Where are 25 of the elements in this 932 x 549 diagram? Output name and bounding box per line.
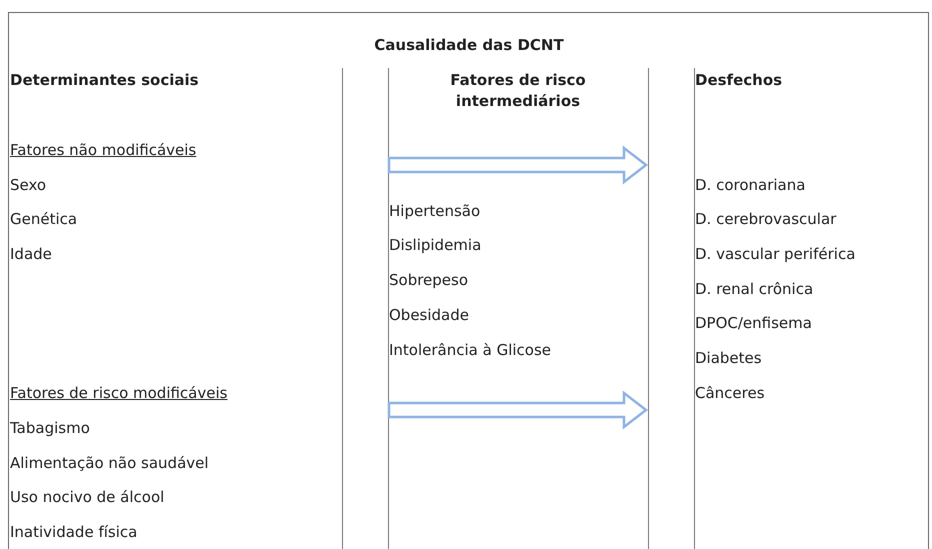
list-item: D. vascular periférica xyxy=(694,245,856,263)
list-item: D. renal crônica xyxy=(694,280,814,298)
list-item: Dislipidemia xyxy=(388,236,482,254)
column-heading: Desfechos xyxy=(695,70,784,91)
list-item: Sobrepeso xyxy=(388,271,470,289)
column-heading: Fatores de risco intermediários xyxy=(449,70,587,112)
list-item: Idade xyxy=(9,245,53,263)
list-item: Tabagismo xyxy=(9,419,91,437)
list-item: Diabetes xyxy=(694,349,763,367)
column-heading: Determinantes sociais xyxy=(10,70,200,91)
list-item: Hipertensão xyxy=(388,202,482,220)
list-item: Genética xyxy=(9,210,78,228)
diagram-title: Causalidade das DCNT xyxy=(373,36,565,54)
list-item: DPOC/enfisema xyxy=(694,314,813,332)
group-heading: Fatores não modificáveis xyxy=(9,141,198,159)
list-item: Obesidade xyxy=(388,306,470,324)
list-item: D. cerebrovascular xyxy=(694,210,838,228)
list-item: Inatividade física xyxy=(9,523,138,541)
list-item: Sexo xyxy=(9,176,48,194)
list-item: Uso nocivo de álcool xyxy=(9,488,166,506)
group-heading: Fatores de risco modificáveis xyxy=(9,384,228,402)
list-item: Alimentação não saudável xyxy=(9,454,210,472)
list-item: D. coronariana xyxy=(694,176,806,194)
list-item: Intolerância à Glicose xyxy=(388,341,552,359)
list-item: Cânceres xyxy=(694,384,766,402)
